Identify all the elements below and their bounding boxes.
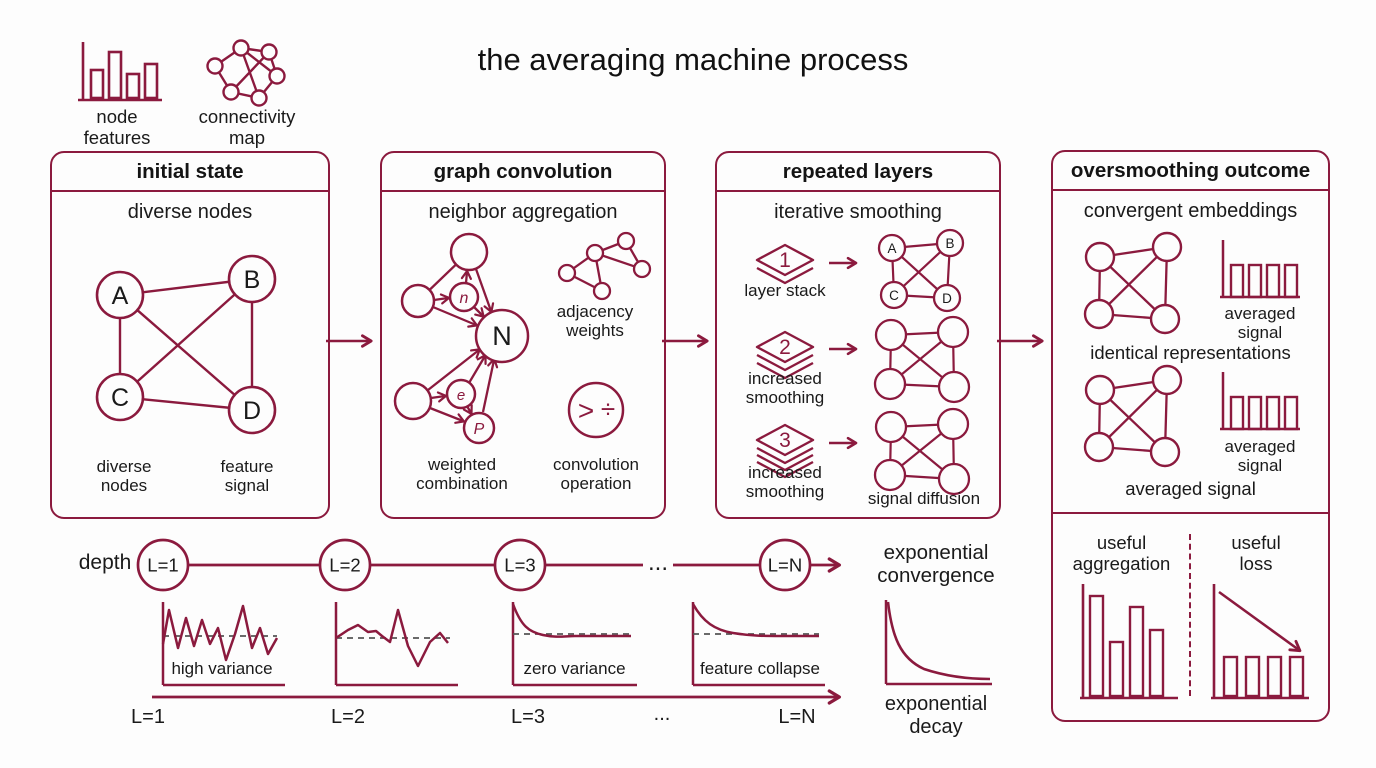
exponential-decay-label: exponential decay xyxy=(884,693,988,738)
stop-ellipsis: ... xyxy=(648,549,668,576)
axis-label-l2: L=2 xyxy=(331,706,365,728)
depth-label: depth xyxy=(78,551,132,574)
averaged-signal-caption-1: averaged signal xyxy=(1224,304,1296,343)
exponential-convergence-label: exponential convergence xyxy=(877,541,995,588)
adjacency-weights-icon xyxy=(557,231,652,301)
greater-than-glyph: > xyxy=(578,395,594,426)
panel-graph-convolution: graph convolution neighbor aggregation xyxy=(380,151,666,519)
convolution-operation-icon: > ÷ xyxy=(567,381,625,439)
panel3-subtitle: iterative smoothing xyxy=(774,201,942,223)
panel4-divider xyxy=(1053,512,1328,514)
panel3-title: repeated layers xyxy=(717,153,999,192)
convergent-embeddings-graphic xyxy=(1083,231,1300,468)
r1-node-d: D xyxy=(942,291,952,306)
panel4-title: oversmoothing outcome xyxy=(1053,152,1328,191)
feature-collapse-chart xyxy=(691,602,825,687)
panel4-dashed-divider xyxy=(1189,534,1191,696)
node-e-label: e xyxy=(457,387,465,404)
increased-smoothing-label-1: increased smoothing xyxy=(745,369,825,408)
r1-node-b: B xyxy=(945,236,954,251)
useful-aggregation-loss-charts xyxy=(1080,584,1309,700)
diverse-nodes-graph: A B C D xyxy=(95,254,277,435)
stack-2-number: 2 xyxy=(779,336,791,359)
convolution-operation-label: convolution operation xyxy=(552,455,639,494)
node-a-label: A xyxy=(112,282,129,310)
layer-stack-label: layer stack xyxy=(744,281,826,300)
stop-l1: L=1 xyxy=(147,555,178,576)
node-b-label: B xyxy=(244,266,261,294)
exponential-decay-chart xyxy=(884,600,992,686)
connectivity-map-label: connectivity map xyxy=(198,106,296,149)
depth-timeline: L=1 L=2 L=3 ... L=N xyxy=(136,538,841,592)
weighted-combination-label: weighted combination xyxy=(416,455,508,494)
increased-smoothing-label-2: increased smoothing xyxy=(745,463,825,502)
arrow-panel3-to-panel4 xyxy=(997,334,1044,348)
panel1-caption-left: diverse nodes xyxy=(96,457,152,496)
stop-ln: L=N xyxy=(768,555,802,576)
connectivity-map-icon xyxy=(206,39,286,107)
node-d-label: D xyxy=(243,397,261,425)
feature-collapse-label: feature collapse xyxy=(699,659,821,678)
axis-label-ln: L=N xyxy=(778,706,816,728)
signal-diffusion-label: signal diffusion xyxy=(867,489,981,508)
node-n-small-label: n xyxy=(460,290,469,307)
adjacency-weights-label: adjacency weights xyxy=(556,302,634,341)
stop-l3: L=3 xyxy=(504,555,535,576)
panel1-caption-right: feature signal xyxy=(220,457,274,496)
useful-aggregation-label: useful aggregation xyxy=(1072,532,1171,575)
node-features-icon xyxy=(78,42,162,102)
zero-variance-chart xyxy=(511,602,637,687)
page-title: the averaging machine process xyxy=(477,42,909,77)
r1-node-c: C xyxy=(889,288,899,303)
stack-1-number: 1 xyxy=(779,249,791,272)
node-features-label: node features xyxy=(83,106,151,149)
panel1-title: initial state xyxy=(52,153,328,192)
node-p-label: P xyxy=(474,421,485,438)
panel-oversmoothing-outcome: oversmoothing outcome convergent embeddi… xyxy=(1051,150,1330,722)
panel-repeated-layers: repeated layers iterative smoothing 1 A … xyxy=(715,151,1001,519)
high-variance-chart xyxy=(161,602,285,687)
panel2-subtitle: neighbor aggregation xyxy=(428,201,618,223)
panel1-subtitle: diverse nodes xyxy=(127,201,253,223)
r1-node-a: A xyxy=(887,241,896,256)
panel2-title: graph convolution xyxy=(382,153,664,192)
depth-axis xyxy=(152,689,841,705)
high-variance-label: high variance xyxy=(171,659,273,678)
stack-3-number: 3 xyxy=(779,429,791,452)
useful-loss-label: useful loss xyxy=(1231,532,1281,575)
node-n-big-label: N xyxy=(492,321,512,351)
panel4-subtitle: convergent embeddings xyxy=(1083,200,1298,222)
stop-l2: L=2 xyxy=(329,555,360,576)
arrow-panel2-to-panel3 xyxy=(662,334,709,348)
averaged-signal-caption-2: averaged signal xyxy=(1224,437,1296,476)
divide-glyph: ÷ xyxy=(601,394,615,424)
zero-variance-label: zero variance xyxy=(523,659,626,678)
axis-label-l1: L=1 xyxy=(131,706,165,728)
node-c-label: C xyxy=(111,384,129,412)
identical-representations-label: identical representations xyxy=(1090,342,1291,363)
axis-label-l3: L=3 xyxy=(511,706,545,728)
axis-label-ellipsis: ... xyxy=(653,703,671,725)
medium-variance-chart xyxy=(334,602,458,687)
neighbor-aggregation-graph: n N e P xyxy=(393,232,530,445)
averaged-signal-label: averaged signal xyxy=(1125,478,1256,499)
iterative-smoothing-graphic: 1 A B C D 2 xyxy=(755,228,971,496)
panel-initial-state: initial state diverse nodes A B C D dive… xyxy=(50,151,330,519)
arrow-panel1-to-panel2 xyxy=(326,334,373,348)
